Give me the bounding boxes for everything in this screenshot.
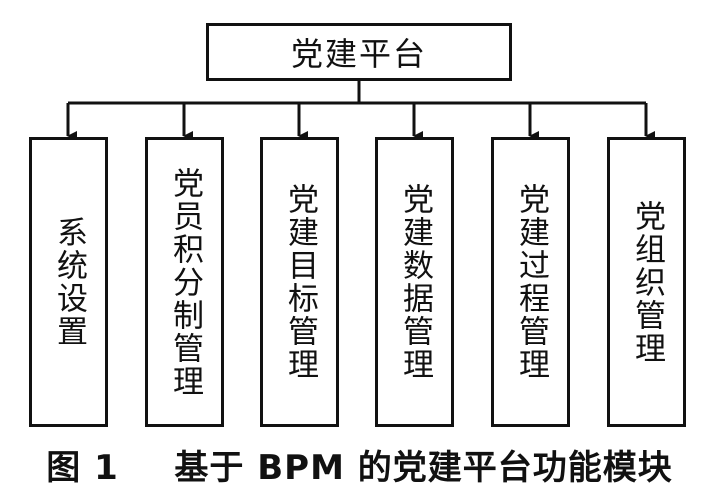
figure-title: 基于 BPM 的党建平台功能模块 (174, 448, 673, 488)
module-box-1: 系统设置 (29, 137, 108, 427)
module-box-6: 党组织管理 (607, 137, 686, 427)
module-label-3: 党建目标管理 (282, 183, 318, 381)
figure-number: 图 1 (46, 448, 119, 488)
module-box-5: 党建过程管理 (491, 137, 570, 427)
root-node-label: 党建平台 (290, 35, 427, 73)
module-label-1: 系统设置 (51, 216, 87, 348)
module-label-2: 党员积分制管理 (167, 166, 203, 398)
module-label-5: 党建过程管理 (513, 183, 549, 381)
figure-caption: 图 1 基于 BPM 的党建平台功能模块 (0, 440, 719, 489)
module-box-4: 党建数据管理 (375, 137, 454, 427)
module-box-3: 党建目标管理 (260, 137, 339, 427)
root-node-box: 党建平台 (206, 23, 512, 81)
module-box-2: 党员积分制管理 (145, 137, 224, 427)
module-label-4: 党建数据管理 (397, 183, 433, 381)
module-label-6: 党组织管理 (629, 199, 665, 365)
